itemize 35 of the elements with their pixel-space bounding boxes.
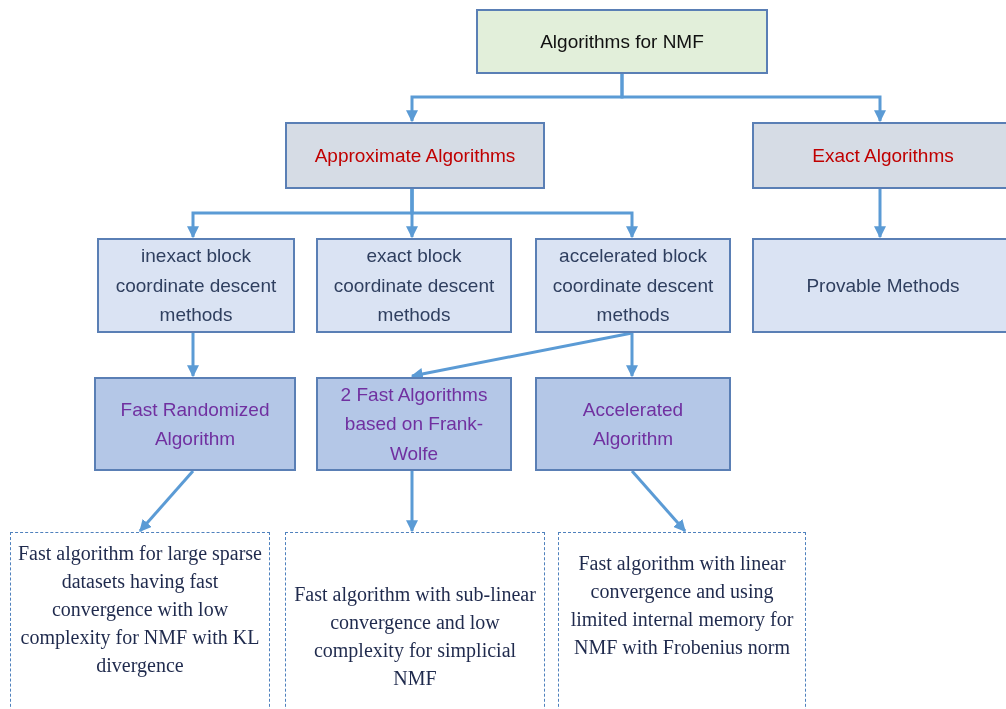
node-text: Approximate Algorithms xyxy=(314,143,516,168)
process-box xyxy=(535,377,731,471)
node-text: exact block coordinate descent methods xyxy=(332,244,496,328)
process-box xyxy=(476,9,768,74)
node-text: Fast Randomized Algorithm xyxy=(119,397,271,451)
node-text: Fast algorithm for large sparse datasets having fast convergence with low complexity for NMF with KL divergence xyxy=(17,541,263,679)
note-box xyxy=(285,532,545,709)
arrow xyxy=(138,470,195,532)
arrow xyxy=(406,471,418,533)
process-box xyxy=(752,122,1006,189)
note-box xyxy=(558,532,806,709)
process-box xyxy=(94,377,296,471)
process-box xyxy=(535,238,731,333)
arrow xyxy=(410,331,633,380)
arrow xyxy=(630,470,687,532)
process-box xyxy=(316,377,512,471)
arrow xyxy=(626,333,638,378)
arrow xyxy=(874,189,886,239)
process-box xyxy=(285,122,545,189)
process-box xyxy=(97,238,295,333)
arrow xyxy=(620,74,886,123)
process-box xyxy=(316,238,512,333)
node-text: Exact Algorithms xyxy=(812,143,954,168)
node-text: Fast algorithm with sub-linear convergence and low complexity for simplicial NMF xyxy=(294,582,536,691)
node-text: Accelerated Algorithm xyxy=(581,397,685,451)
arrow xyxy=(187,333,199,378)
note-box xyxy=(10,532,270,709)
node-text: Algorithms for NMF xyxy=(540,29,704,54)
node-text: Fast algorithm with linear convergence and using limited internal memory for NMF with Frobenius norm xyxy=(569,551,795,660)
arrow xyxy=(410,189,638,239)
node-text: Provable Methods xyxy=(806,273,960,298)
node-text: 2 Fast Algorithms based on Frank-Wolfe xyxy=(339,382,489,466)
process-box xyxy=(752,238,1006,333)
node-text: accelerated block coordinate descent methods xyxy=(551,244,715,328)
node-text: inexact block coordinate descent methods xyxy=(114,244,278,328)
